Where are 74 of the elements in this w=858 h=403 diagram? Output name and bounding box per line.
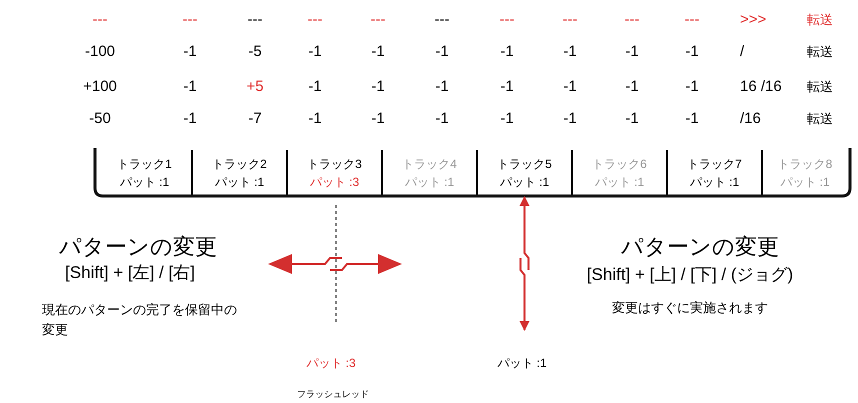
description-text: 変更はすぐに実施されます [611,299,769,317]
caption-text: フラッシュレッド [296,388,370,401]
transfer-label: 転送 [806,78,834,96]
value-text: -50 [88,109,112,129]
arrow [520,196,530,331]
value-text: --- [92,10,108,30]
value-text: --- [562,10,578,30]
value-text: -1 [624,109,640,129]
pad-label: パット :1 [594,174,644,191]
transfer-label: 転送 [806,110,834,128]
value-text: -1 [182,77,198,97]
transfer-label: 転送 [806,11,834,29]
value-text: -1 [624,77,640,97]
value-text: -1 [499,109,515,129]
value-text: --- [306,10,324,30]
pad-label: パット :1 [690,174,740,191]
description-text: 現在のパターンの完了を保留中の変更 [42,301,238,339]
value-text: -1 [499,77,515,97]
value-text: >>> [740,10,768,30]
value-text: +100 [82,77,118,97]
value-text: --- [246,10,264,30]
value-text: -1 [684,77,700,97]
value-text: -1 [684,109,700,129]
track-name: トラック8 [778,156,832,173]
value-text: --- [182,10,198,30]
track-name: トラック2 [212,156,267,173]
transfer-label: 転送 [806,43,834,61]
value-text: -1 [370,109,386,129]
value-text: -5 [247,42,263,62]
pad-label: パット :1 [500,174,550,191]
value-text: -1 [182,109,198,129]
track-name: トラック1 [117,156,172,173]
value-text: -1 [562,42,578,62]
pad-label: パット :1 [780,174,830,191]
pad-label: パット :1 [496,355,548,372]
value-text: -1 [434,77,450,97]
value-text: -1 [499,42,515,62]
track-name: トラック6 [592,156,647,173]
value-text: --- [434,10,450,30]
track-name: トラック3 [307,156,362,173]
track-name: トラック7 [687,156,742,173]
value-text: -1 [434,109,450,129]
track-name: トラック4 [402,156,457,173]
pad-label: パット :1 [120,174,170,191]
pad-label: パット :1 [404,174,454,191]
value-text: 16 /16 [740,77,783,97]
shortcut-text: [Shift] + [上] / [下] / (ジョグ) [586,264,794,286]
track-name: トラック5 [497,156,552,173]
pad-label: パット :3 [310,174,360,191]
value-text: -7 [247,109,263,129]
value-text: -1 [370,42,386,62]
value-text: --- [370,10,386,30]
value-text: / [740,42,746,62]
value-text: -1 [370,77,386,97]
shortcut-text: [Shift] + [左] / [右] [64,262,196,284]
value-text: --- [624,10,640,30]
value-text: --- [684,10,700,30]
value-text: -1 [307,42,323,62]
pad-label: パット :3 [305,355,357,372]
value-text: /16 [740,109,762,129]
value-text: +5 [245,77,265,97]
value-text: -1 [562,109,578,129]
heading: パターンの変更 [620,233,780,261]
value-text: -1 [624,42,640,62]
value-text: --- [498,10,516,30]
heading: パターンの変更 [58,233,218,261]
value-text: -1 [182,42,198,62]
pad-label: パット :1 [214,174,264,191]
value-text: -1 [684,42,700,62]
value-text: -1 [307,77,323,97]
value-text: -1 [562,77,578,97]
value-text: -1 [307,109,323,129]
value-text: -100 [84,42,116,62]
value-text: -1 [434,42,450,62]
